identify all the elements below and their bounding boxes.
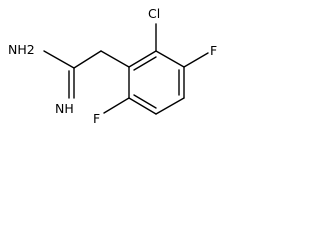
atom-label-nh: NH (55, 101, 74, 116)
bond-c-nh2 (43, 50, 75, 69)
ring-bond-5-inner (133, 94, 157, 109)
molecule-structure: NH2 NH Cl F F (8, 6, 217, 126)
bond-ch2-ring (100, 50, 130, 68)
atom-label-f-bottom: F (93, 111, 100, 126)
atom-label-cl: Cl (148, 6, 160, 21)
ring-bond-1-inner (133, 56, 157, 71)
bond-ring-f-bottom (103, 97, 130, 114)
atom-label-f-top: F (210, 43, 217, 58)
bond-ring-f-top (183, 52, 209, 68)
atom-label-nh2: NH2 (8, 42, 35, 57)
ring-bond-1 (128, 50, 157, 68)
ring-bond-4 (155, 97, 185, 115)
ring-bond-5 (128, 97, 157, 115)
bond-c-ch2 (73, 50, 102, 69)
ring-bond-2 (155, 50, 185, 68)
